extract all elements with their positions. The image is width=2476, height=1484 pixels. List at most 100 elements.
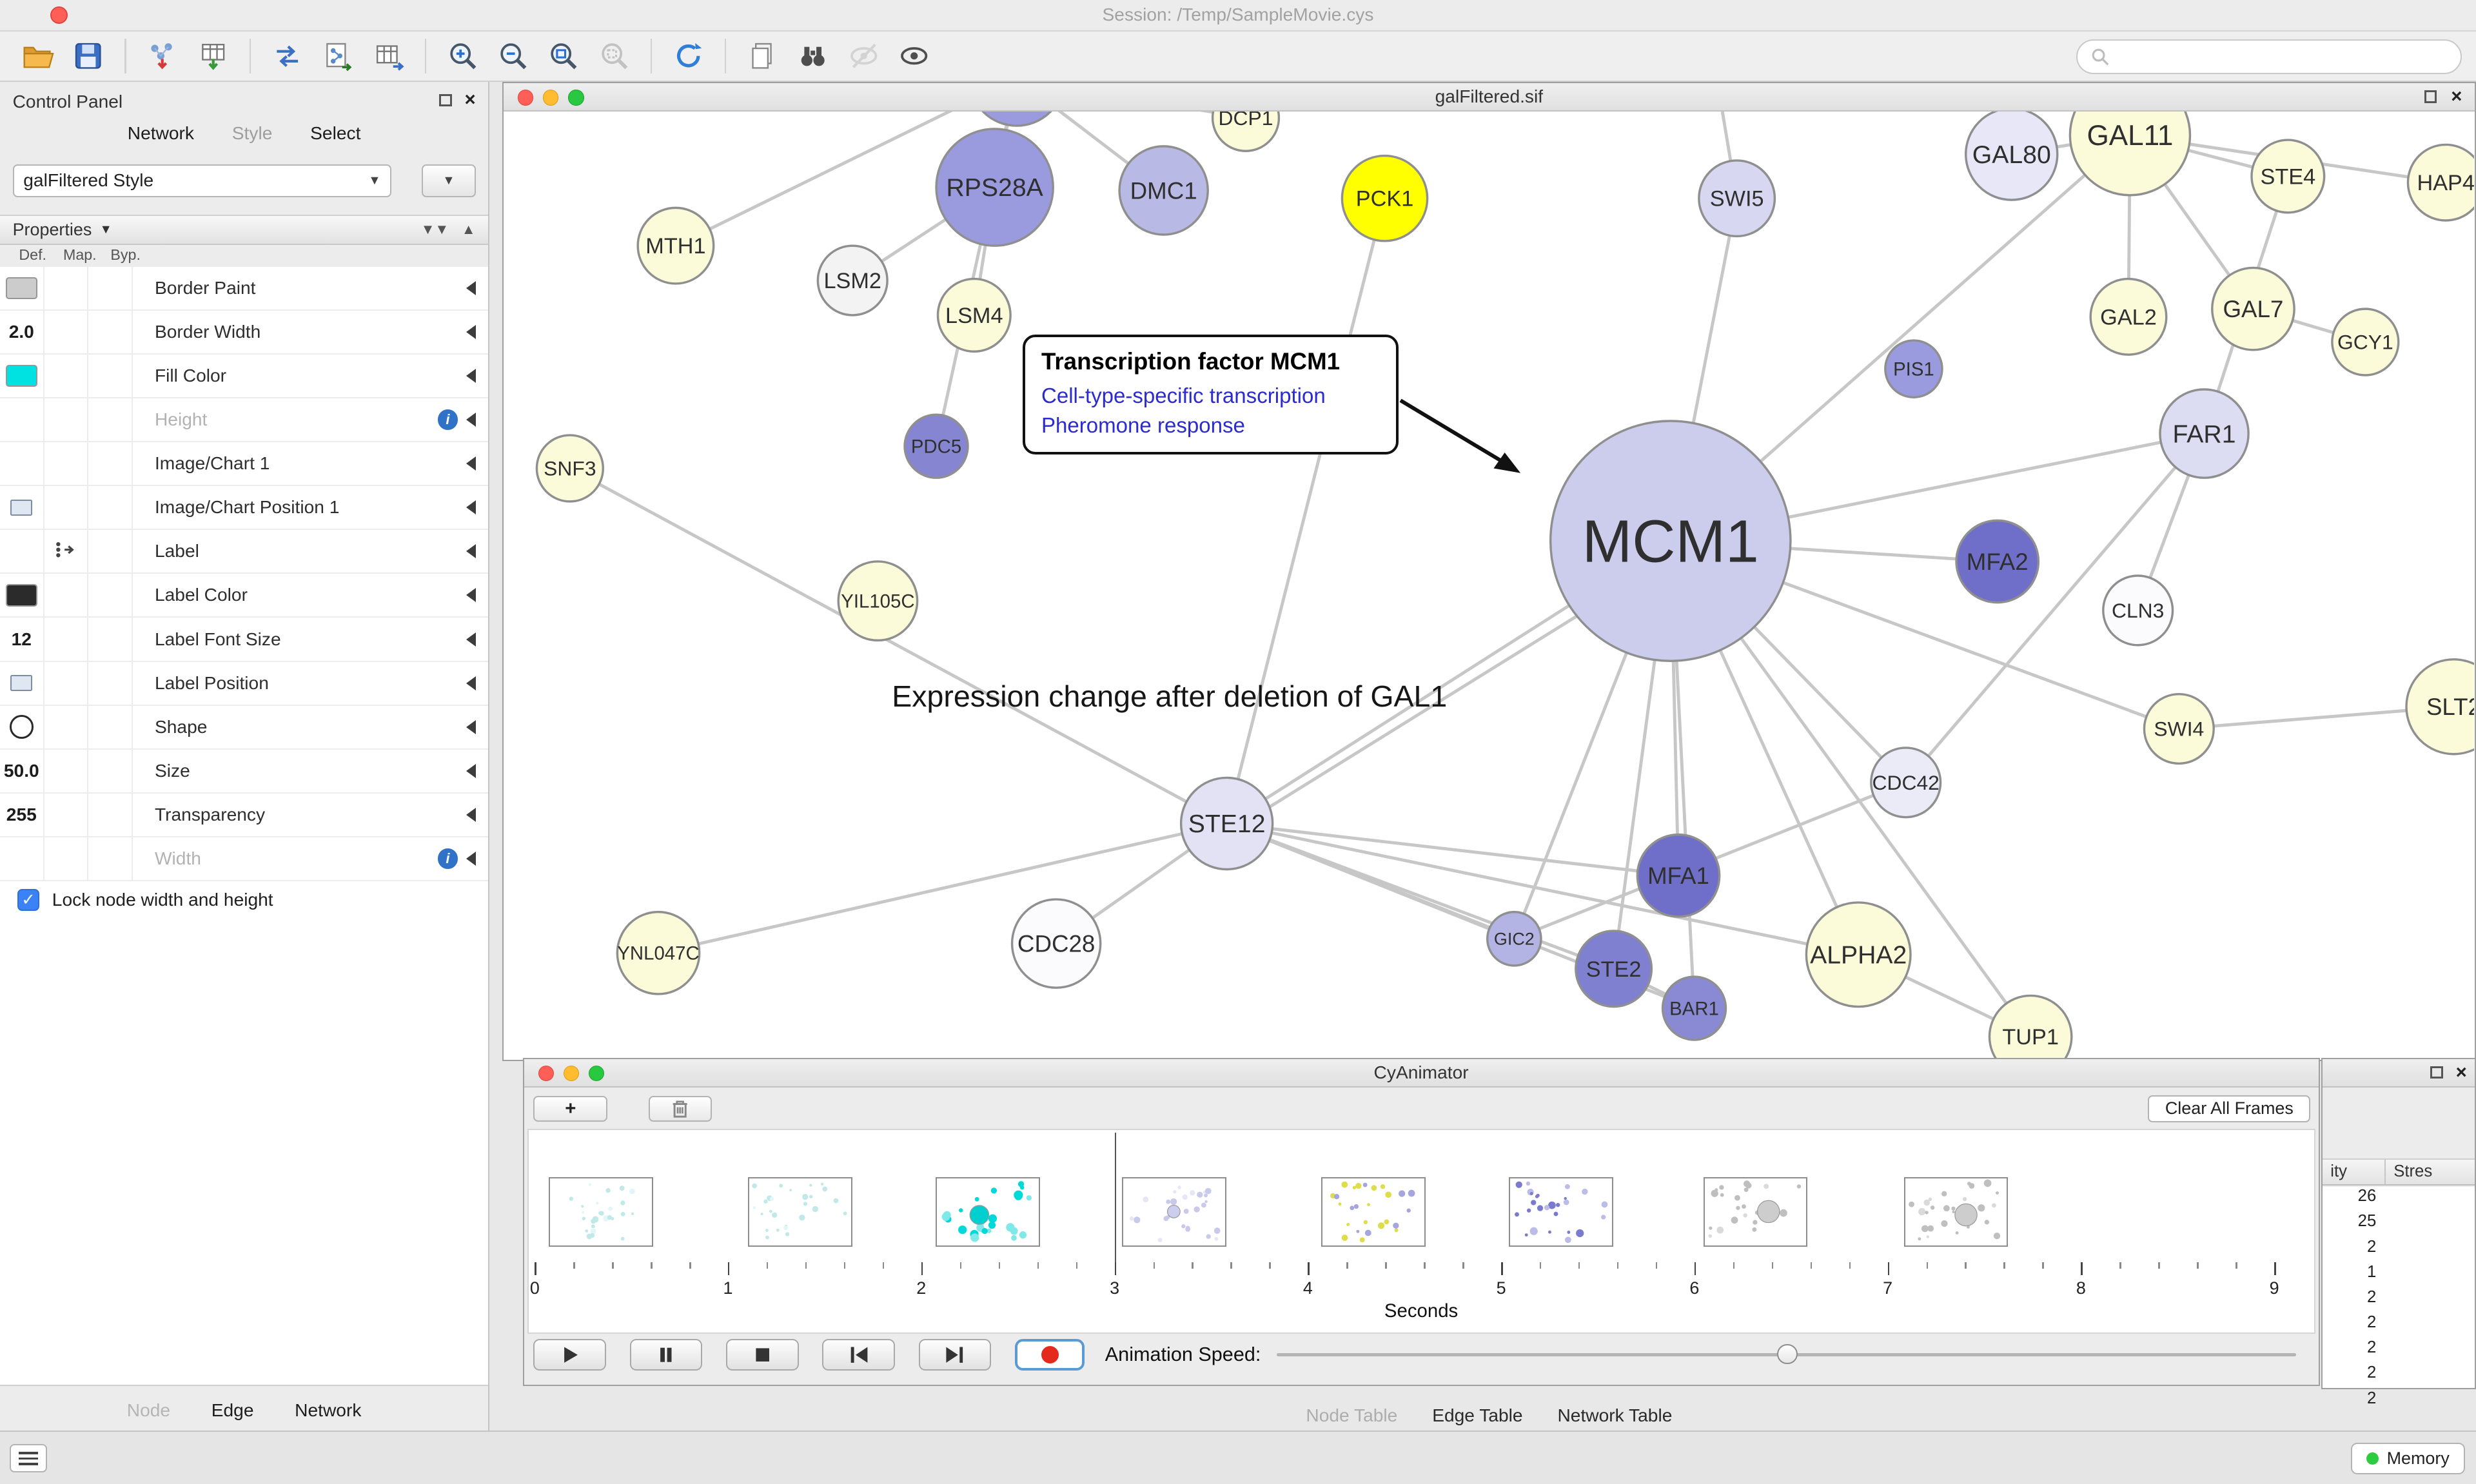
node-yil105c[interactable] <box>837 560 919 642</box>
panel-tab-edge[interactable]: Edge <box>211 1400 254 1421</box>
default-cell[interactable]: 255 <box>0 793 44 836</box>
float-panel-icon[interactable] <box>439 93 452 107</box>
mapping-cell[interactable] <box>44 530 89 573</box>
table-row[interactable]: 26 <box>2323 1187 2475 1212</box>
close-button[interactable] <box>50 6 68 24</box>
frame-thumbnail-3[interactable] <box>936 1177 1040 1247</box>
table-row[interactable]: 2 <box>2323 1313 2475 1338</box>
collapse-all-icon[interactable]: ▲ <box>461 221 476 238</box>
properties-header[interactable]: Properties ▼ ▼▼ ▲ <box>0 215 489 245</box>
export-table-icon[interactable] <box>368 35 409 77</box>
expand-row-icon[interactable] <box>466 413 476 427</box>
frame-thumbnail-4[interactable] <box>1122 1177 1226 1247</box>
property-row-shape[interactable]: Shape <box>0 705 489 750</box>
node-far1[interactable] <box>2159 388 2250 480</box>
close-window-icon[interactable] <box>517 90 534 106</box>
snapshot-icon[interactable] <box>742 35 783 77</box>
node-lsm2[interactable] <box>816 244 889 317</box>
node-tup1[interactable] <box>1988 995 2073 1059</box>
search-box[interactable] <box>2076 39 2462 75</box>
table-row[interactable]: 25 <box>2323 1212 2475 1237</box>
mapping-cell[interactable] <box>44 442 89 485</box>
node-pis1[interactable] <box>1883 339 1943 399</box>
node-ste12[interactable] <box>1179 777 1274 871</box>
panel-menu-button[interactable] <box>9 1444 48 1473</box>
bypass-cell[interactable] <box>88 442 133 485</box>
lock-size-row[interactable]: ✓ Lock node width and height <box>0 881 488 919</box>
default-cell[interactable] <box>0 705 44 748</box>
mapping-cell[interactable] <box>44 837 89 880</box>
default-cell[interactable] <box>0 355 44 398</box>
mapping-cell[interactable] <box>44 266 89 309</box>
save-session-icon[interactable] <box>68 35 109 77</box>
expand-row-icon[interactable] <box>466 324 476 339</box>
default-cell[interactable]: 2.0 <box>0 310 44 354</box>
mapping-cell[interactable] <box>44 793 89 836</box>
lock-checkbox[interactable]: ✓ <box>17 889 40 912</box>
pause-button[interactable] <box>629 1339 703 1371</box>
bypass-cell[interactable] <box>88 310 133 354</box>
zoom-fit-icon[interactable] <box>543 35 584 77</box>
show-all-icon[interactable] <box>894 35 935 77</box>
annotation-link[interactable]: Cell-type-specific transcription <box>1041 384 1326 408</box>
node-swi4[interactable] <box>2143 693 2215 765</box>
node-mcm1[interactable] <box>1549 420 1792 663</box>
node-ste2[interactable] <box>1574 930 1653 1008</box>
edge-STE12-MFA1[interactable] <box>1226 822 1679 878</box>
delete-frame-button[interactable] <box>649 1096 712 1122</box>
default-cell[interactable] <box>0 442 44 485</box>
node-mfa1[interactable] <box>1636 834 1721 919</box>
bypass-cell[interactable] <box>88 398 133 442</box>
position-icon[interactable] <box>10 500 33 516</box>
table-row[interactable]: 2 <box>2323 1363 2475 1389</box>
property-row-border-paint[interactable]: Border Paint <box>0 266 489 311</box>
node-gal80[interactable] <box>1964 112 2059 202</box>
property-row-label-color[interactable]: Label Color <box>0 574 489 618</box>
zoom-in-icon[interactable] <box>442 35 484 77</box>
node-dmc1[interactable] <box>1118 145 1209 237</box>
network-window-titlebar[interactable]: galFiltered.sif × <box>503 83 2475 112</box>
clear-all-frames-button[interactable]: Clear All Frames <box>2148 1095 2311 1122</box>
bypass-cell[interactable] <box>88 530 133 573</box>
maximize-frame-icon[interactable] <box>2430 1066 2444 1079</box>
find-icon[interactable] <box>792 35 834 77</box>
maximize-frame-icon[interactable] <box>2424 90 2437 103</box>
mcm1-annotation[interactable]: Transcription factor MCM1 Cell-type-spec… <box>1023 334 1399 455</box>
tab-network-table[interactable]: Network Table <box>1557 1405 1673 1425</box>
node-cln3[interactable] <box>2101 574 2174 647</box>
node-ynl047c[interactable] <box>616 911 701 996</box>
bypass-cell[interactable] <box>88 837 133 880</box>
expand-row-icon[interactable] <box>466 763 476 778</box>
node-ste4[interactable] <box>2250 139 2326 214</box>
default-cell[interactable] <box>0 837 44 880</box>
default-cell[interactable]: 12 <box>0 618 44 661</box>
node-slt2[interactable] <box>2405 658 2475 756</box>
default-cell[interactable] <box>0 530 44 573</box>
mapping-icon[interactable] <box>54 537 77 565</box>
node-gal2[interactable] <box>2089 278 2168 356</box>
table-row[interactable]: 2 <box>2323 1338 2475 1363</box>
node-partial[interactable] <box>969 112 1064 128</box>
frame-thumbnail-7[interactable] <box>1703 1177 1808 1247</box>
table-row[interactable]: 2 <box>2323 1288 2475 1313</box>
memory-button[interactable]: Memory <box>2350 1442 2465 1474</box>
node-snf3[interactable] <box>535 434 604 503</box>
export-network-icon[interactable] <box>267 35 308 77</box>
zoom-selected-icon[interactable] <box>594 35 635 77</box>
tab-node-table[interactable]: Node Table <box>1306 1405 1398 1425</box>
color-swatch[interactable] <box>5 277 37 300</box>
panel-tab-network[interactable]: Network <box>295 1400 362 1421</box>
add-frame-button[interactable]: + <box>533 1096 608 1122</box>
mapping-cell[interactable] <box>44 355 89 398</box>
edge-YNL047C-STE12[interactable] <box>658 822 1227 955</box>
minimize-window-icon[interactable] <box>563 1065 580 1082</box>
annotation-arrow[interactable] <box>1399 399 1512 469</box>
